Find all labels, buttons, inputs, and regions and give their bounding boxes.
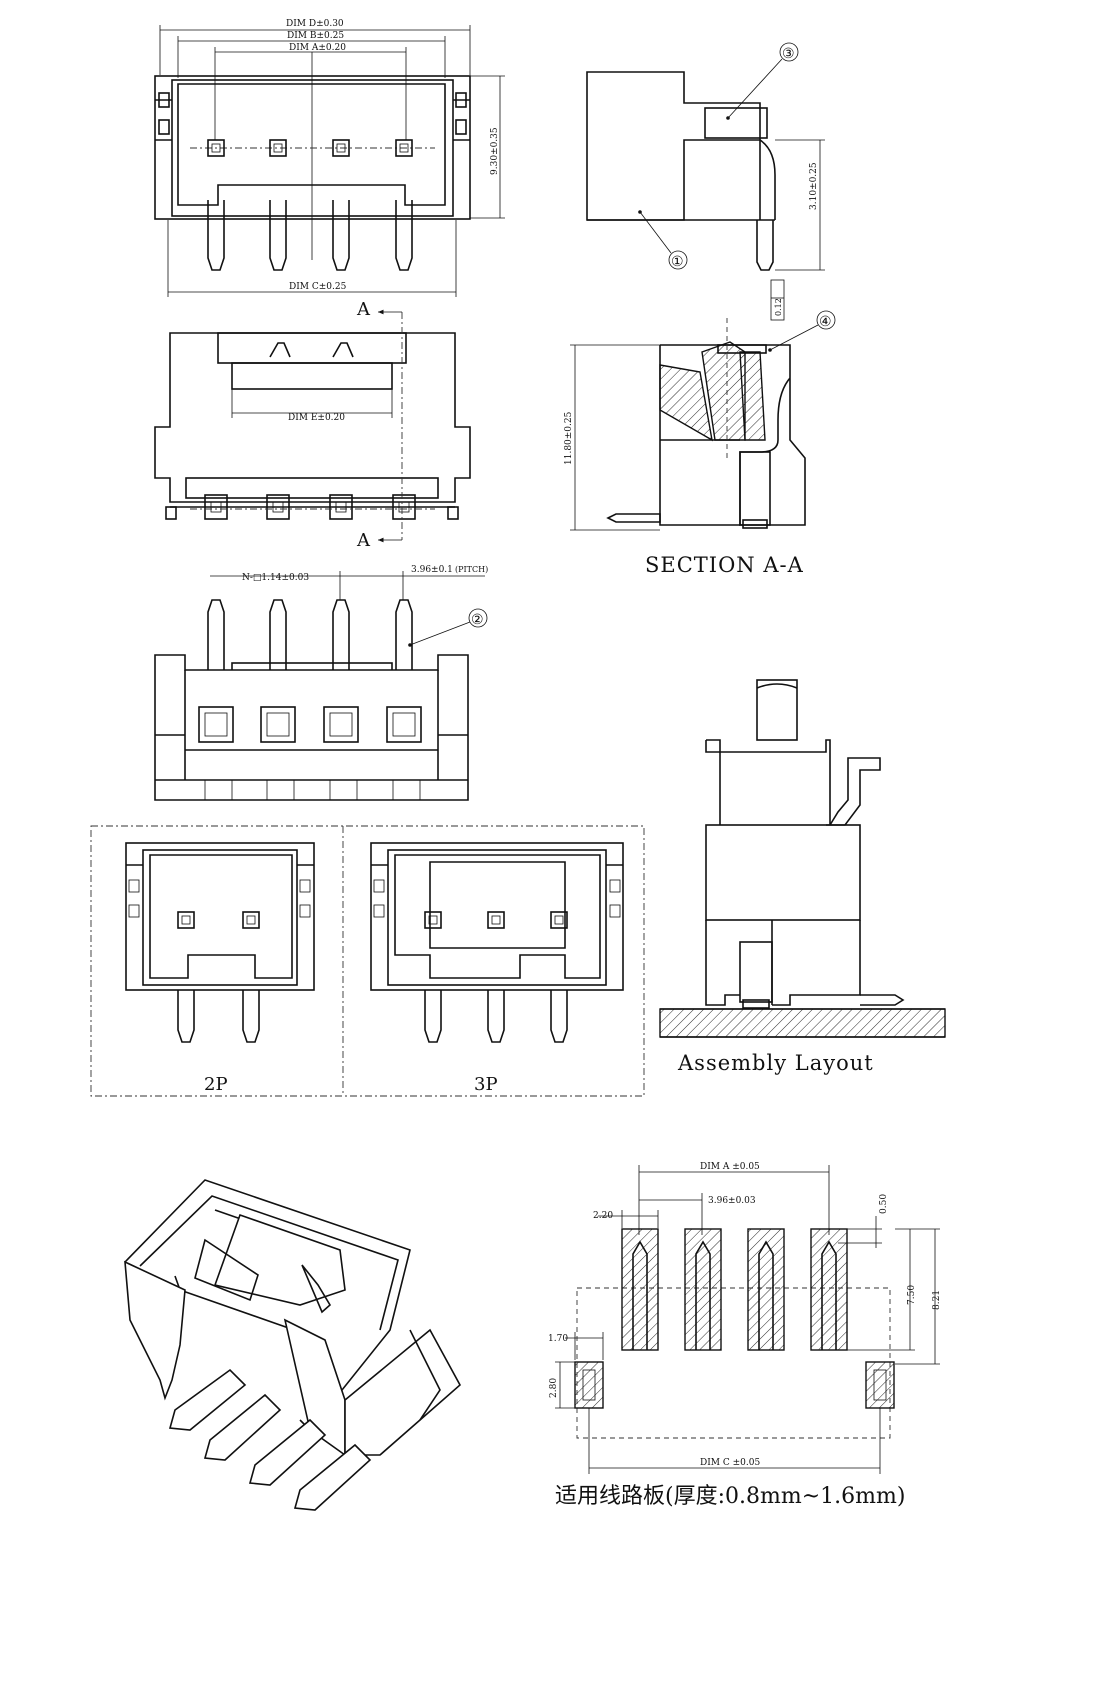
variant-2p: 2P: [125, 842, 315, 1095]
pcb-total-len: 8.21: [932, 1290, 942, 1310]
section-height: 11.80±0.25: [564, 411, 574, 465]
top-view: DIM E±0.20 A A: [154, 299, 471, 551]
bottom-pitch: 3.96±0.1: [411, 565, 453, 575]
variant-3p: 3P: [370, 842, 624, 1095]
pcb-dim-c: DIM C ±0.05: [700, 1458, 760, 1468]
bottom-pin-legs: [207, 599, 413, 710]
iso-pins: [168, 1368, 372, 1511]
pcb-pad-len: 7.50: [907, 1285, 917, 1305]
front-dim-c: DIM C±0.25: [289, 282, 347, 292]
assembly-title: Assembly Layout: [677, 1051, 874, 1075]
section-view: 11.80±0.25 ④ SECTION A-A: [564, 310, 836, 577]
variant-3p-label: 3P: [474, 1074, 498, 1095]
front-dim-b: DIM B±0.25: [287, 31, 344, 41]
pcb-dim-a: DIM A ±0.05: [700, 1162, 760, 1172]
callout-1: ①: [671, 254, 684, 270]
side-height: 3.10±0.25: [809, 162, 819, 210]
front-dim-d: DIM D±0.30: [286, 19, 344, 29]
front-height: 9.30±0.35: [490, 127, 500, 175]
pcb-offset: 0.50: [879, 1194, 889, 1214]
front-pin-squares: [207, 139, 413, 157]
pcb-layout: DIM A ±0.05 3.96±0.03 2.20 0.50 7.50 8.2…: [548, 1162, 942, 1509]
bottom-pin-bosses: [198, 706, 422, 743]
callout-2: ②: [471, 612, 484, 628]
variants-box: [90, 825, 645, 1097]
pcb-note: 适用线路板(厚度:0.8mm~1.6mm): [555, 1484, 905, 1509]
assembly-view: Assembly Layout: [659, 679, 946, 1075]
top-pin-squares: [204, 494, 416, 520]
side-view: 3.10±0.25 0.12 ③ ①: [586, 42, 825, 321]
pcb-tab-pads: [574, 1361, 895, 1409]
front-dim-a: DIM A±0.20: [289, 43, 346, 53]
top-dim-e: DIM E±0.20: [288, 413, 345, 423]
bottom-pitch-note: (PITCH): [455, 565, 488, 574]
bottom-rib-slots: [204, 780, 421, 800]
front-view: DIM D±0.30 DIM B±0.25 DIM A±0.20 9.30±0.…: [154, 19, 505, 297]
bottom-view: N-□1.14±0.03 3.96±0.1 (PITCH): [154, 565, 488, 801]
front-dimensions: DIM D±0.30 DIM B±0.25 DIM A±0.20 9.30±0.…: [159, 19, 505, 297]
bottom-pin-size: N-□1.14±0.03: [242, 573, 309, 583]
front-pin-legs: [207, 200, 413, 271]
pcb-tab-width: 1.70: [548, 1334, 568, 1344]
pcb-pitch: 3.96±0.03: [708, 1196, 756, 1206]
side-flatness: 0.12: [774, 298, 783, 316]
callout-3: ③: [782, 46, 795, 62]
section-mark-bottom: A: [356, 530, 371, 551]
variant-2p-label: 2P: [204, 1074, 228, 1095]
pcb-signal-pads: [621, 1228, 848, 1351]
isometric-view: [124, 1179, 462, 1511]
callout-4: ④: [819, 314, 832, 330]
section-mark-top: A: [356, 299, 371, 320]
section-title: SECTION A-A: [645, 553, 804, 577]
pcb-tab-len: 2.80: [549, 1378, 559, 1398]
pcb-pad-width: 2.20: [593, 1211, 613, 1221]
